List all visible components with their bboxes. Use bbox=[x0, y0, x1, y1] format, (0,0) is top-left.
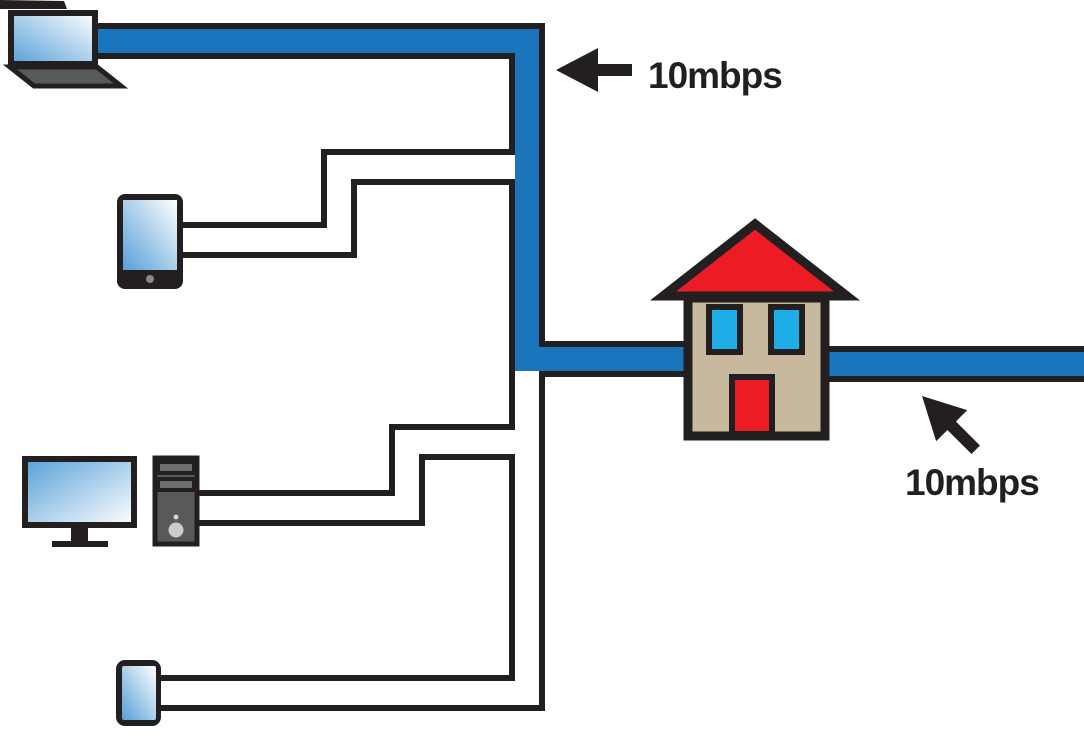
tower-led bbox=[173, 514, 179, 520]
connection-pipes bbox=[90, 23, 1084, 711]
tower-power-button bbox=[168, 522, 184, 538]
laptop-lid-edge bbox=[0, 0, 67, 9]
desktop-pipe-fill bbox=[196, 430, 527, 520]
house-icon bbox=[649, 218, 861, 441]
monitor-screen bbox=[22, 456, 137, 528]
house-window-left bbox=[706, 304, 743, 355]
right-speed-annotation: 10mbps bbox=[905, 396, 1040, 503]
main-pipe-fill bbox=[90, 29, 706, 371]
phone-screen bbox=[122, 666, 156, 720]
laptop-screen bbox=[8, 10, 98, 67]
laptop-icon bbox=[0, 0, 129, 89]
tablet-home-button bbox=[146, 275, 154, 283]
speed-label-right: 10mbps bbox=[905, 462, 1039, 503]
smartphone-icon bbox=[116, 660, 161, 726]
tower-drive-bay-2 bbox=[156, 477, 196, 492]
laptop-base bbox=[2, 64, 129, 89]
house-window-right bbox=[768, 304, 805, 355]
house-roof bbox=[649, 218, 861, 301]
monitor-neck bbox=[71, 528, 88, 541]
phone-pipe-fill bbox=[150, 359, 539, 705]
monitor-stand-base bbox=[52, 541, 108, 547]
desktop-monitor-icon bbox=[22, 456, 137, 547]
speed-label-top: 10mbps bbox=[648, 55, 782, 96]
arrow-left-icon bbox=[556, 48, 632, 92]
tablet-icon bbox=[117, 194, 183, 289]
tablet-screen bbox=[123, 200, 177, 270]
desktop-tower-icon bbox=[152, 455, 200, 547]
tower-drive-bay-1 bbox=[156, 460, 196, 475]
arrow-up-left-icon bbox=[922, 396, 980, 454]
top-speed-annotation: 10mbps bbox=[556, 48, 783, 96]
tablet-pipe-fill bbox=[178, 155, 527, 252]
house-door bbox=[729, 374, 775, 437]
